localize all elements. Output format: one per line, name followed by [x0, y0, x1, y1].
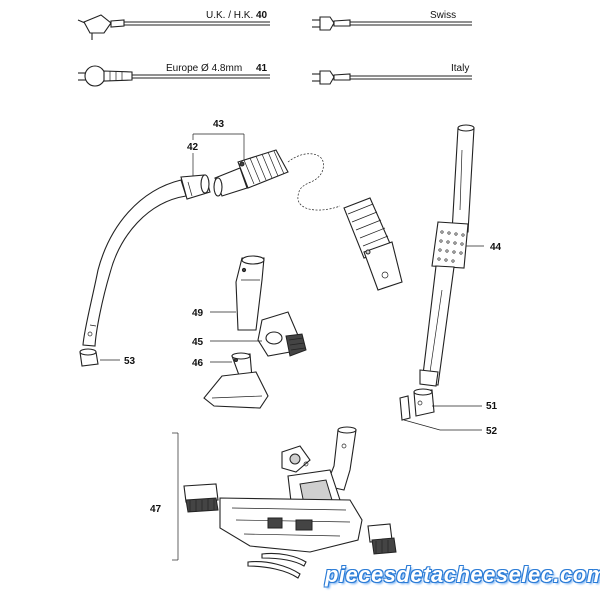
callout-42: 42 — [187, 142, 199, 153]
plug-label-uk: U.K. / H.K. — [206, 10, 253, 21]
callout-44: 44 — [490, 242, 502, 253]
callout-41: 41 — [256, 63, 268, 74]
hose-end-coupling — [343, 197, 403, 291]
upholstery-nozzle — [203, 352, 269, 409]
plug-label-italy: Italy — [451, 63, 469, 74]
callout-47: 47 — [150, 504, 162, 515]
callout-51: 51 — [486, 401, 498, 412]
watermark: piecesdetacheeselec.com — [325, 562, 600, 587]
brush-adapter — [210, 311, 307, 357]
power-cord-uk — [77, 14, 270, 40]
callout-46: 46 — [192, 358, 204, 369]
crevice-tool — [210, 255, 265, 331]
callout-45: 45 — [192, 337, 204, 348]
callout-43-bracket — [192, 133, 245, 178]
callout-43: 43 — [213, 119, 225, 130]
plug-label-swiss: Swiss — [430, 10, 456, 21]
power-cord-europe — [78, 65, 270, 87]
callout-49: 49 — [192, 308, 204, 319]
callout-40: 40 — [256, 10, 268, 21]
hose-clip — [79, 348, 120, 367]
telescopic-tube — [419, 124, 484, 387]
power-cord-swiss — [312, 16, 472, 31]
callout-52: 52 — [486, 426, 498, 437]
plug-label-europe: Europe Ø 4.8mm — [166, 63, 242, 74]
tube-clips — [399, 388, 482, 431]
hose-handle-tube — [82, 174, 211, 347]
hose-coupling — [213, 149, 289, 197]
floor-nozzle — [172, 426, 397, 579]
callout-53: 53 — [124, 356, 136, 367]
power-cord-italy — [312, 70, 472, 85]
